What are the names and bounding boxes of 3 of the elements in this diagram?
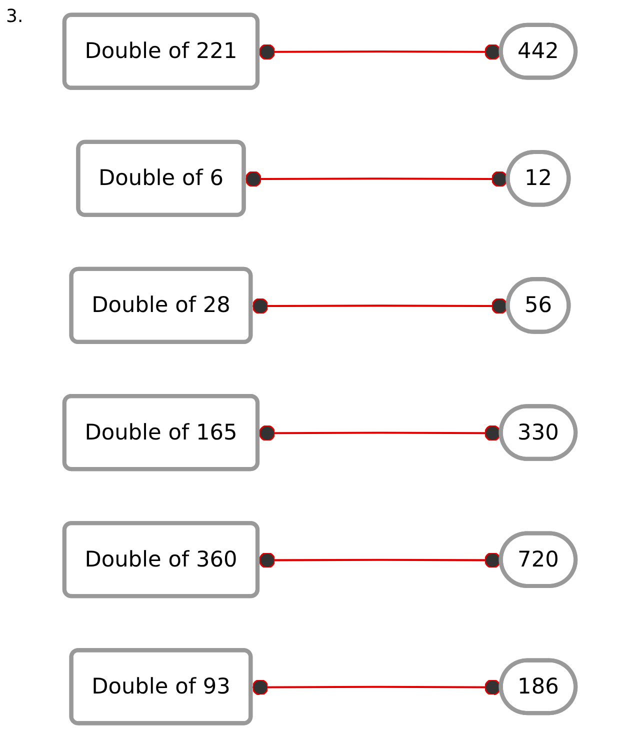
connector	[244, 170, 508, 188]
question-number: 3.	[6, 6, 24, 27]
connector	[251, 298, 508, 314]
